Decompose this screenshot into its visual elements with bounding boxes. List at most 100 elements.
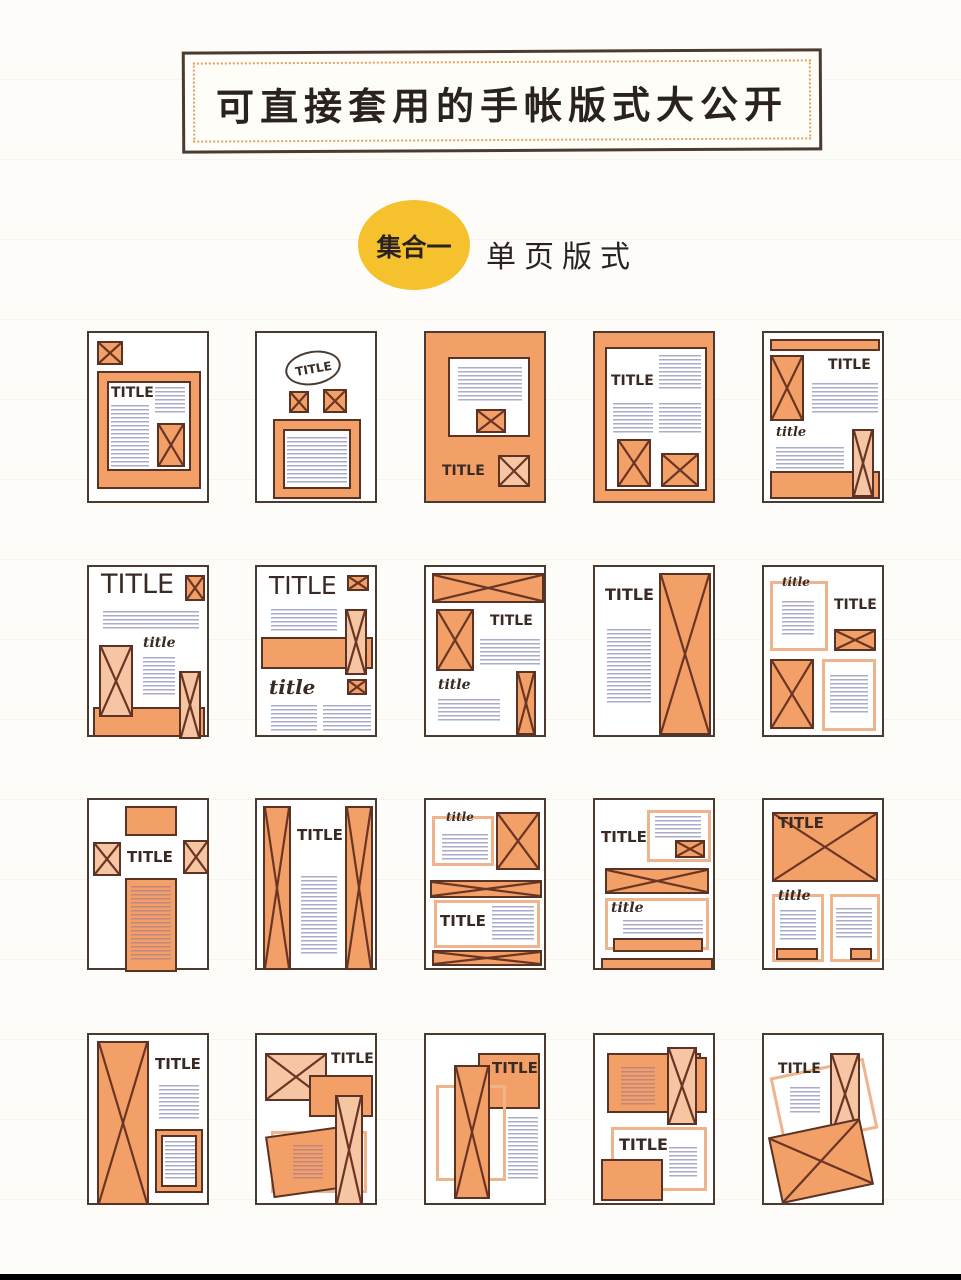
layout-card-3: TITLE	[424, 331, 546, 503]
text-lines-placeholder	[812, 383, 878, 413]
image-placeholder-icon	[323, 389, 347, 413]
image-placeholder-icon	[605, 868, 709, 894]
text-lines-placeholder	[159, 1085, 199, 1119]
image-placeholder-icon	[770, 659, 814, 729]
text-lines-placeholder	[131, 886, 171, 962]
subtitle-label: title	[778, 888, 811, 904]
text-lines-placeholder	[271, 609, 337, 631]
image-placeholder-icon	[289, 391, 309, 413]
cloud-title-bubble: TITLE	[282, 346, 344, 390]
title-label: TITLE	[828, 357, 871, 373]
subtitle-label: title	[438, 677, 471, 693]
layout-card-17: TITLE	[255, 1033, 377, 1205]
color-block	[850, 948, 872, 960]
image-placeholder-icon	[617, 439, 651, 487]
title-label: TITLE	[442, 463, 485, 479]
layout-card-16: TITLE	[87, 1033, 209, 1205]
text-lines-placeholder	[111, 405, 149, 467]
text-lines-placeholder	[655, 816, 701, 840]
image-placeholder-icon	[335, 1095, 363, 1205]
image-placeholder-icon	[93, 842, 121, 876]
color-block	[776, 948, 818, 960]
text-lines-placeholder	[659, 355, 701, 391]
outline-frame	[647, 810, 711, 862]
page-title: 可直接套用的手帐版式大公开	[215, 82, 789, 130]
image-placeholder-icon	[183, 840, 209, 874]
title-label: TITLE	[834, 597, 877, 613]
subtitle-label: title	[782, 575, 810, 589]
color-block	[125, 806, 177, 836]
text-lines-placeholder	[442, 834, 488, 860]
text-lines-placeholder	[607, 629, 651, 705]
text-lines-placeholder	[669, 1147, 697, 1177]
image-placeholder-icon	[99, 645, 133, 717]
title-label: TITLE	[331, 1051, 374, 1067]
collection-badge: 集合一	[358, 200, 470, 290]
title-label: TITLE	[297, 826, 343, 844]
text-lines-placeholder	[323, 705, 371, 733]
image-placeholder-icon	[667, 1047, 697, 1125]
layout-card-20: TITLE	[762, 1033, 884, 1205]
text-lines-placeholder	[790, 1087, 820, 1113]
title-label: TITLE	[294, 358, 333, 380]
title-label: TITLE	[601, 828, 647, 846]
text-lines-placeholder	[480, 639, 540, 665]
color-block	[613, 938, 703, 952]
layout-card-4: TITLE	[593, 331, 715, 503]
image-placeholder-icon	[97, 341, 123, 365]
image-placeholder-icon	[498, 455, 530, 487]
layout-card-18: TITLE	[424, 1033, 546, 1205]
section-subtitle: 单页版式	[486, 240, 638, 275]
text-lines-placeholder	[830, 675, 868, 713]
image-placeholder-icon	[185, 575, 205, 601]
image-placeholder-icon	[772, 812, 878, 882]
color-block	[601, 1159, 663, 1201]
title-label: TITLE	[155, 1055, 201, 1073]
image-placeholder-icon	[345, 806, 373, 970]
text-lines-placeholder	[613, 403, 653, 433]
text-lines-placeholder	[165, 1141, 195, 1179]
outline-frame	[432, 816, 494, 866]
layout-card-1: TITLE	[87, 331, 209, 503]
title-label: TITLE	[111, 385, 154, 401]
layout-card-9: TITLE	[593, 565, 715, 737]
title-label: TITLE	[440, 912, 486, 930]
image-placeholder-icon	[430, 880, 542, 898]
image-placeholder-icon	[345, 609, 367, 675]
subtitle-label: title	[269, 675, 316, 699]
text-lines-placeholder	[621, 1067, 655, 1105]
text-lines-placeholder	[782, 601, 814, 635]
image-placeholder-icon	[476, 409, 506, 433]
text-lines-placeholder	[271, 705, 317, 733]
subtitle-label: title	[776, 425, 807, 440]
image-placeholder-icon	[496, 812, 540, 870]
subtitle-label: title	[611, 900, 644, 916]
text-lines-placeholder	[438, 699, 500, 721]
image-placeholder-icon	[454, 1065, 490, 1199]
layout-card-5: TITLE title	[762, 331, 884, 503]
text-lines-placeholder	[508, 1117, 538, 1179]
layout-card-14: TITLE title	[593, 798, 715, 970]
title-label: TITLE	[611, 373, 654, 389]
outline-frame	[822, 659, 876, 731]
layout-card-2: TITLE	[255, 331, 377, 503]
text-lines-placeholder	[776, 447, 844, 469]
image-placeholder-icon	[263, 806, 291, 970]
image-placeholder-icon	[97, 1041, 149, 1205]
outline-frame	[770, 581, 828, 651]
image-placeholder-icon	[432, 950, 542, 966]
text-lines-placeholder	[301, 876, 337, 956]
image-placeholder-icon	[347, 679, 367, 695]
title-label: TITLE	[619, 1135, 668, 1154]
outline-frame	[434, 900, 540, 948]
layout-card-12: TITLE	[255, 798, 377, 970]
title-label: TITLE	[127, 848, 173, 866]
title-label: TITLE	[269, 571, 337, 600]
outline-frame	[830, 894, 880, 962]
text-lines-placeholder	[780, 910, 816, 942]
image-placeholder-icon	[834, 629, 876, 651]
